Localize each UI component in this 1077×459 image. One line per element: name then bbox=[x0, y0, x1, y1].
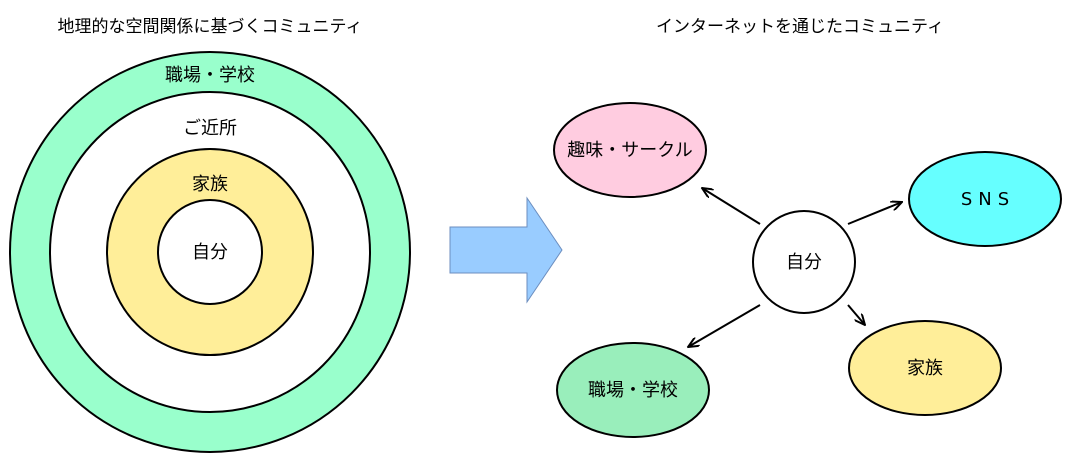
geographic-community-diagram: 地理的な空間関係に基づくコミュニティ 職場・学校 ご近所 家族 自分 bbox=[9, 17, 411, 453]
arrow-to-family bbox=[847, 304, 865, 325]
node-work-school bbox=[556, 342, 710, 438]
ring-work-school-label: 職場・学校 bbox=[165, 65, 255, 86]
arrow-to-sns bbox=[847, 202, 902, 225]
node-family-label: 家族 bbox=[907, 358, 943, 379]
node-work-school-label: 職場・学校 bbox=[588, 380, 678, 401]
node-sns bbox=[908, 151, 1062, 247]
node-hobby-label: 趣味・サークル bbox=[567, 140, 692, 161]
transition-arrow bbox=[449, 196, 563, 304]
arrow-to-work-school bbox=[688, 304, 761, 347]
geographic-community-title: 地理的な空間関係に基づくコミュニティ bbox=[58, 17, 363, 37]
node-sns-label: SNS bbox=[961, 189, 1015, 210]
ring-self-label: 自分 bbox=[192, 242, 228, 263]
arrow-to-hobby bbox=[702, 188, 761, 225]
node-hobby bbox=[553, 102, 707, 198]
internet-community-diagram: インターネットを通じたコミュニティ 趣味・サークル SNS 自分 職場・学校 家… bbox=[553, 17, 1062, 438]
ring-neighborhood-label: ご近所 bbox=[183, 118, 237, 139]
ring-self bbox=[157, 199, 263, 305]
node-family bbox=[848, 320, 1002, 416]
node-self-label: 自分 bbox=[786, 252, 822, 273]
node-self bbox=[752, 210, 856, 314]
ring-family-label: 家族 bbox=[192, 174, 228, 195]
internet-community-title: インターネットを通じたコミュニティ bbox=[656, 17, 944, 37]
